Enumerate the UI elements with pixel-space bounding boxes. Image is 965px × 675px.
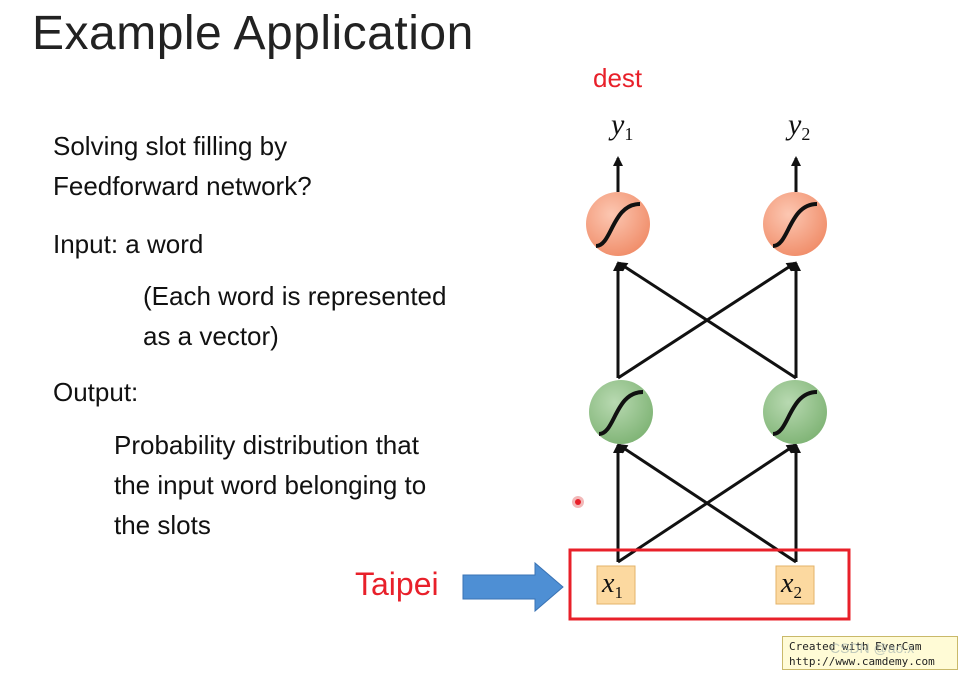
- hidden-neuron-2: [763, 380, 827, 444]
- line-4: (Each word is represented: [143, 281, 447, 311]
- input-word-taipei: Taipei: [355, 566, 439, 602]
- svg-text:x2: x2: [780, 568, 802, 602]
- edge-h2-o1: [617, 261, 797, 380]
- line-2: Feedforward network?: [53, 171, 312, 201]
- line-8: the input word belonging to: [114, 470, 427, 500]
- input-arrow: [462, 561, 564, 613]
- csdn-watermark: CSDN @ao.x: [830, 640, 915, 656]
- line-5: as a vector): [143, 321, 279, 351]
- line-3: Input: a word: [53, 229, 204, 259]
- line-6: Output:: [53, 377, 139, 407]
- watermark-line-2: http://www.camdemy.com: [789, 655, 935, 668]
- line-9: the slots: [114, 510, 211, 540]
- line-7: Probability distribution that: [114, 430, 419, 460]
- output-label-y1: y1: [608, 108, 633, 144]
- recorder-watermark: Created with EverCam http://www.camdemy.…: [782, 636, 958, 670]
- output-label-y2: y2: [785, 108, 810, 144]
- edge-x2-h1: [617, 443, 797, 564]
- input-x2: x2: [775, 565, 815, 605]
- input-highlight-box: [568, 548, 851, 621]
- output-neuron-1: [586, 192, 650, 256]
- dest-label: dest: [593, 63, 643, 93]
- line-1: Solving slot filling by: [53, 131, 288, 161]
- svg-text:x1: x1: [601, 568, 623, 602]
- slide-title: Example Application: [32, 7, 474, 60]
- watermark-line-1: Created with EverCam: [789, 640, 922, 653]
- input-x1: x1: [596, 565, 636, 605]
- output-neuron-2: [763, 192, 827, 256]
- hidden-neuron-1: [589, 380, 653, 444]
